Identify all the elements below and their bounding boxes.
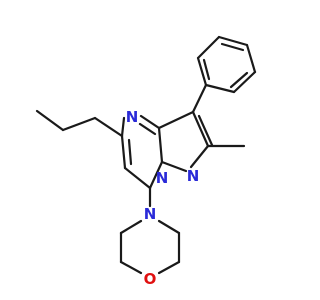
double-bond-inner [229, 71, 249, 89]
double-bond-inner [138, 122, 157, 136]
bond [61, 116, 97, 132]
molecule-canvas: N N N N O [35, 35, 257, 288]
atom-label-pyrimidine-n: N [126, 108, 139, 126]
bond [204, 83, 236, 94]
morpholine-ring [119, 219, 181, 275]
double-bond-inner [220, 42, 245, 52]
bond [148, 160, 164, 190]
bond [232, 70, 257, 94]
bond [157, 110, 195, 130]
bond [120, 116, 126, 138]
bond [196, 35, 221, 60]
bond-phenyl-link [191, 83, 208, 114]
bond [123, 166, 152, 190]
bond [139, 114, 161, 130]
double-bond-inner [127, 138, 133, 166]
pyrimidine-ring [120, 114, 164, 190]
double-bond-inner [197, 114, 214, 147]
pyrazole-ring [157, 110, 214, 173]
atom-label-morpholine-o: O [144, 270, 157, 288]
bond [196, 56, 208, 87]
bond [191, 110, 210, 148]
bond [245, 43, 257, 74]
bond [119, 219, 143, 235]
propyl-chain [35, 109, 124, 138]
bond [157, 219, 181, 235]
bond [93, 116, 124, 138]
atom-label-pyrazole-n: N [187, 167, 200, 185]
bond [160, 160, 188, 173]
bond [217, 35, 249, 47]
bond [189, 144, 210, 169]
atom-label-morpholine-n: N [144, 205, 157, 223]
bond [35, 109, 65, 132]
bond [157, 126, 164, 164]
bond [119, 260, 143, 275]
atom-label-bridge-n: N [156, 169, 169, 187]
structure-diagram: N N N N O [35, 35, 257, 288]
bond [120, 134, 127, 170]
phenyl-ring [196, 35, 257, 94]
bond [157, 260, 181, 275]
double-bond-inner [202, 58, 211, 81]
